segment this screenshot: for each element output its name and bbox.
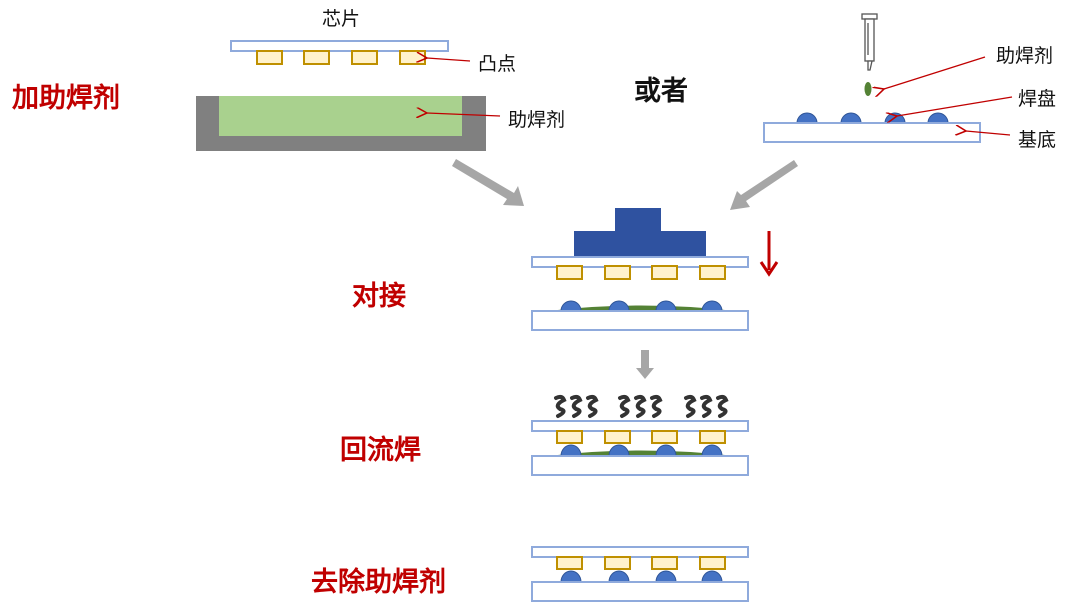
bump bbox=[604, 265, 631, 280]
pad bbox=[927, 112, 949, 124]
substrate bbox=[763, 122, 981, 143]
pad bbox=[655, 570, 677, 583]
flux-leader-arrow bbox=[427, 113, 501, 116]
pad bbox=[796, 112, 818, 124]
bump bbox=[651, 430, 678, 444]
flux-pool bbox=[219, 96, 462, 136]
bump bbox=[604, 430, 631, 444]
pad bbox=[655, 444, 677, 457]
pad bbox=[608, 300, 630, 312]
heat-wave-icon bbox=[554, 394, 729, 418]
pad bbox=[608, 570, 630, 583]
syringe-icon bbox=[861, 13, 878, 71]
bump bbox=[604, 556, 631, 570]
pad bbox=[560, 300, 582, 312]
pad bbox=[560, 570, 582, 583]
chip bbox=[230, 40, 449, 52]
label-substrate: 基底 bbox=[1018, 129, 1057, 151]
bump bbox=[556, 430, 583, 444]
chip bbox=[531, 420, 749, 432]
flux-drop bbox=[864, 82, 872, 96]
dispense-on-substrate bbox=[763, 13, 1013, 143]
step-bond: 对接 bbox=[352, 281, 406, 312]
label-bump: 凸点 bbox=[478, 53, 517, 75]
bump bbox=[351, 50, 378, 65]
reflow-assembly bbox=[531, 394, 749, 476]
substrate bbox=[531, 455, 749, 476]
bump bbox=[303, 50, 330, 65]
bump bbox=[699, 430, 726, 444]
bond-head bbox=[574, 208, 706, 257]
chip bbox=[531, 256, 749, 268]
pad bbox=[701, 300, 723, 312]
pad bbox=[655, 300, 677, 312]
or-label: 或者 bbox=[634, 76, 688, 107]
flux-layer bbox=[548, 450, 735, 456]
bump bbox=[699, 556, 726, 570]
bond-assembly bbox=[531, 208, 779, 331]
bump-leader-arrow bbox=[427, 58, 471, 61]
arrow-down-icon bbox=[759, 231, 779, 277]
label-flux-tray: 助焊剂 bbox=[508, 109, 566, 131]
bump bbox=[651, 265, 678, 280]
label-pad: 焊盘 bbox=[1018, 88, 1057, 110]
bump bbox=[699, 265, 726, 280]
bump bbox=[399, 50, 426, 65]
arrow-left-to-center bbox=[452, 159, 524, 206]
pad bbox=[840, 112, 862, 124]
bump bbox=[651, 556, 678, 570]
flux-layer bbox=[548, 305, 735, 311]
bump bbox=[256, 50, 283, 65]
substrate bbox=[531, 310, 749, 331]
converge-arrows bbox=[452, 159, 798, 210]
chip-over-flux-tray bbox=[196, 40, 501, 151]
pad bbox=[701, 570, 723, 583]
pad bbox=[701, 444, 723, 457]
step-add-flux: 加助焊剂 bbox=[12, 83, 120, 114]
bump bbox=[556, 265, 583, 280]
bump bbox=[556, 556, 583, 570]
pad-leader-arrow bbox=[897, 96, 1013, 116]
chip bbox=[531, 546, 749, 558]
final-assembly bbox=[531, 546, 749, 602]
label-flux-drop: 助焊剂 bbox=[996, 45, 1054, 67]
label-chip: 芯片 bbox=[322, 8, 361, 30]
arrow-bond-to-reflow bbox=[636, 350, 654, 379]
arrow-right-to-center bbox=[730, 160, 798, 210]
pad bbox=[560, 444, 582, 457]
step-remove-flux: 去除助焊剂 bbox=[311, 567, 446, 598]
step-reflow: 回流焊 bbox=[340, 435, 421, 466]
pad bbox=[884, 112, 906, 124]
pad bbox=[608, 444, 630, 457]
substrate bbox=[531, 581, 749, 602]
flux-drop-leader-arrow bbox=[884, 56, 986, 89]
substrate-leader-arrow bbox=[966, 131, 1011, 135]
